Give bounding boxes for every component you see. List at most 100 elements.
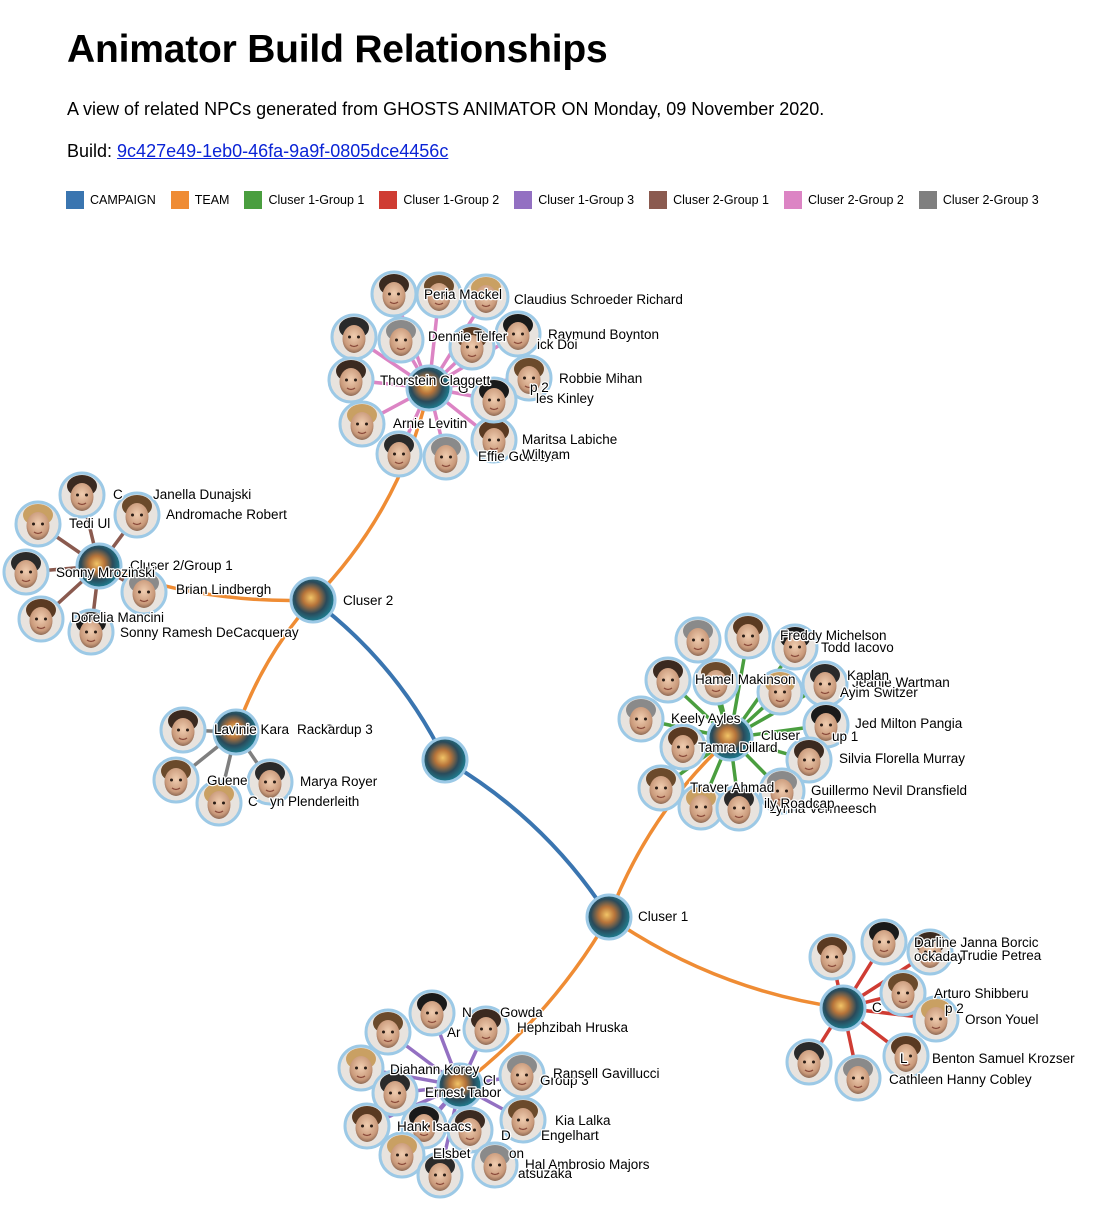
npc-avatar[interactable] (659, 723, 707, 771)
npc-avatar[interactable] (906, 928, 954, 976)
npc-avatar[interactable] (337, 1044, 385, 1092)
npc-avatar[interactable] (771, 623, 819, 671)
npc-avatar[interactable] (801, 660, 849, 708)
avatar-face (483, 1153, 507, 1181)
npc-avatar[interactable] (617, 695, 665, 743)
npc-avatar[interactable] (808, 933, 856, 981)
group-hub[interactable] (706, 714, 754, 762)
group-hub[interactable] (75, 542, 123, 590)
npc-avatar[interactable] (246, 758, 294, 806)
avatar-eye (742, 634, 745, 638)
npc-avatar[interactable] (375, 430, 423, 478)
avatar-eye (900, 1054, 903, 1058)
cluster-2-hub[interactable] (289, 576, 337, 624)
npc-avatar[interactable] (113, 491, 161, 539)
npc-avatar[interactable] (785, 1038, 833, 1086)
npc-avatar[interactable] (758, 767, 806, 815)
avatar-eye (418, 1124, 421, 1128)
npc-avatar[interactable] (408, 989, 456, 1037)
avatar-eye (131, 513, 134, 517)
npc-avatar[interactable] (724, 612, 772, 660)
avatar-face (704, 670, 728, 698)
avatar-mouth (925, 959, 935, 963)
avatar-face (814, 713, 838, 741)
node-label: Claudius Schroeder Richard (514, 292, 683, 307)
npc-avatar[interactable] (882, 1032, 930, 1080)
npc-avatar[interactable] (499, 1096, 547, 1144)
group-hub[interactable] (212, 708, 260, 756)
avatar-mouth (517, 1082, 527, 1086)
npc-avatar[interactable] (756, 668, 804, 716)
npc-avatar[interactable] (498, 1051, 546, 1099)
avatar-eye (897, 991, 900, 995)
npc-avatar[interactable] (471, 1141, 519, 1189)
npc-avatar[interactable] (446, 1106, 494, 1154)
campaign-hub[interactable] (421, 736, 469, 784)
node-label: Raymund Boynton (548, 327, 659, 342)
npc-avatar[interactable] (120, 568, 168, 616)
npc-avatar[interactable] (371, 1069, 419, 1117)
avatar-mouth (481, 304, 491, 308)
avatar-face (132, 580, 156, 608)
npc-avatar[interactable] (637, 764, 685, 812)
npc-avatar[interactable] (505, 354, 553, 402)
npc-avatar[interactable] (692, 658, 740, 706)
npc-avatar[interactable] (343, 1102, 391, 1150)
avatar-eye (94, 630, 97, 634)
npc-avatar[interactable] (416, 1151, 464, 1199)
npc-avatar[interactable] (785, 736, 833, 784)
npc-avatar[interactable] (494, 310, 542, 358)
npc-avatar[interactable] (330, 313, 378, 361)
avatar-eye (826, 955, 829, 959)
npc-avatar[interactable] (364, 1008, 412, 1056)
group-hub[interactable] (405, 364, 453, 412)
npc-avatar[interactable] (152, 756, 200, 804)
node-label: Trudie Petrea (960, 948, 1042, 963)
npc-avatar[interactable] (378, 1131, 426, 1179)
npc-avatar[interactable] (370, 270, 418, 318)
npc-avatar[interactable] (715, 784, 763, 832)
npc-avatar[interactable] (860, 918, 908, 966)
npc-avatar[interactable] (448, 323, 496, 371)
npc-avatar[interactable] (2, 548, 50, 596)
avatar-face (434, 445, 458, 473)
npc-avatar[interactable] (470, 376, 518, 424)
node-label: Kia Lalka (555, 1113, 611, 1128)
npc-avatar[interactable] (195, 779, 243, 827)
cluster-1-hub[interactable] (585, 893, 633, 941)
npc-avatar[interactable] (14, 500, 62, 548)
node-label: Freddy Michelson (780, 628, 887, 643)
npc-avatar[interactable] (67, 608, 115, 656)
avatar-face (656, 668, 680, 696)
avatar-face (29, 607, 53, 635)
avatar-eye (525, 1073, 528, 1077)
avatar-eye (393, 452, 396, 456)
avatar-mouth (524, 385, 534, 389)
npc-avatar[interactable] (462, 273, 510, 321)
npc-avatar[interactable] (327, 356, 375, 404)
npc-avatar[interactable] (677, 783, 725, 831)
npc-avatar[interactable] (834, 1054, 882, 1102)
node-label: Tedi Ul (69, 516, 110, 531)
npc-avatar[interactable] (422, 433, 470, 481)
build-id-link[interactable]: 9c427e49-1eb0-46fa-9a9f-0805dce4456c (117, 141, 449, 161)
npc-avatar[interactable] (159, 706, 207, 754)
avatar-eye (222, 801, 225, 805)
npc-avatar[interactable] (879, 969, 927, 1017)
legend-label: Cluser 2-Group 3 (942, 193, 1039, 207)
avatar-mouth (663, 687, 673, 691)
npc-avatar[interactable] (377, 316, 425, 364)
npc-avatar[interactable] (17, 595, 65, 643)
npc-avatar[interactable] (338, 400, 386, 448)
npc-avatar[interactable] (470, 416, 518, 464)
group-hub[interactable] (436, 1062, 484, 1110)
npc-avatar[interactable] (674, 616, 722, 664)
node-label: Cathleen Hanny Cobley (889, 1072, 1032, 1087)
npc-avatar[interactable] (462, 1005, 510, 1053)
npc-avatar[interactable] (644, 656, 692, 704)
npc-avatar[interactable] (802, 701, 850, 749)
npc-avatar[interactable] (912, 995, 960, 1043)
npc-avatar[interactable] (415, 271, 463, 319)
group-hub[interactable] (819, 984, 867, 1032)
npc-avatar[interactable] (58, 471, 106, 519)
